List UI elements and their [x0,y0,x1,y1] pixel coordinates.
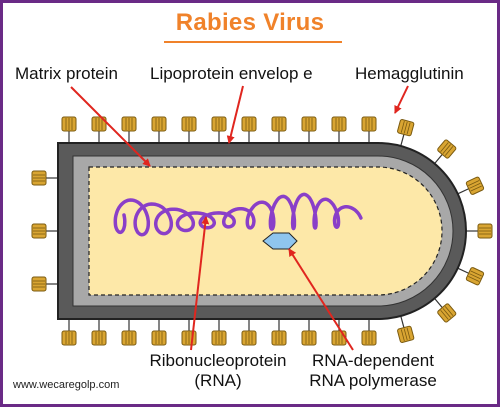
hemagglutinin-spike [91,319,107,346]
rna-polymerase-shape [262,232,298,250]
hemagglutinin-spike [31,276,58,292]
hemagglutinin-spike [434,139,457,164]
hemagglutinin-spike [121,319,137,346]
title-underline [164,41,342,43]
rna-coil [113,192,363,237]
polymerase-arrow [288,248,354,351]
hemagglutinin-spikes [31,116,493,346]
hemagglutinin-spike [151,116,167,143]
label-ribonucleoprotein-line2: (RNA) [194,371,242,390]
hemagglutinin-spike [211,319,227,346]
hemagglutinin-spike [181,116,197,143]
virus-diagram [31,85,493,351]
label-polymerase-line1: RNA-dependent [312,351,434,370]
lipoprotein-envelope-arrow [226,85,244,144]
label-ribonucleoprotein-line1: Ribonucleoprotein [149,351,287,370]
label-lipoprotein-envelope: Lipoprotein envelop e [150,64,313,83]
hemagglutinin-spike [91,116,107,143]
label-hemagglutinin: Hemagglutinin [355,64,464,83]
hemagglutinin-spike [151,319,167,346]
hemagglutinin-spike [271,116,287,143]
hemagglutinin-spike [331,319,347,346]
hemagglutinin-spike [397,119,415,147]
hemagglutinin-spike [241,116,257,143]
hemagglutinin-spike [457,267,485,286]
hemagglutinin-spike [361,116,377,143]
hemagglutinin-spike [466,223,493,239]
virus-core [88,166,443,296]
diagram-title: Rabies Virus [175,9,325,36]
label-polymerase-line2: RNA polymerase [309,371,437,390]
hemagglutinin-spike [301,319,317,346]
label-rna-polymerase: RNA-dependent RNA polymerase [278,351,468,391]
watermark-url: www.wecaregolp.com [13,379,120,391]
hemagglutinin-spike [301,116,317,143]
ribonucleoprotein-arrow [190,216,210,351]
hemagglutinin-spike [397,315,415,343]
hemagglutinin-spike [121,116,137,143]
hemagglutinin-spike [31,223,58,239]
hemagglutinin-spike [61,319,77,346]
hemagglutinin-spike [61,116,77,143]
hemagglutinin-spike [457,176,485,195]
hemagglutinin-spike [31,170,58,186]
hemagglutinin-spike [211,116,227,143]
hemagglutinin-spike [241,319,257,346]
hemagglutinin-spike [434,298,457,323]
hemagglutinin-arrow [394,85,409,114]
hemagglutinin-spike [271,319,287,346]
label-ribonucleoprotein: Ribonucleoprotein (RNA) [133,351,303,391]
label-matrix-protein: Matrix protein [15,64,118,83]
hemagglutinin-spike [361,319,377,346]
matrix-protein-arrow [70,86,151,167]
hemagglutinin-spike [331,116,347,143]
